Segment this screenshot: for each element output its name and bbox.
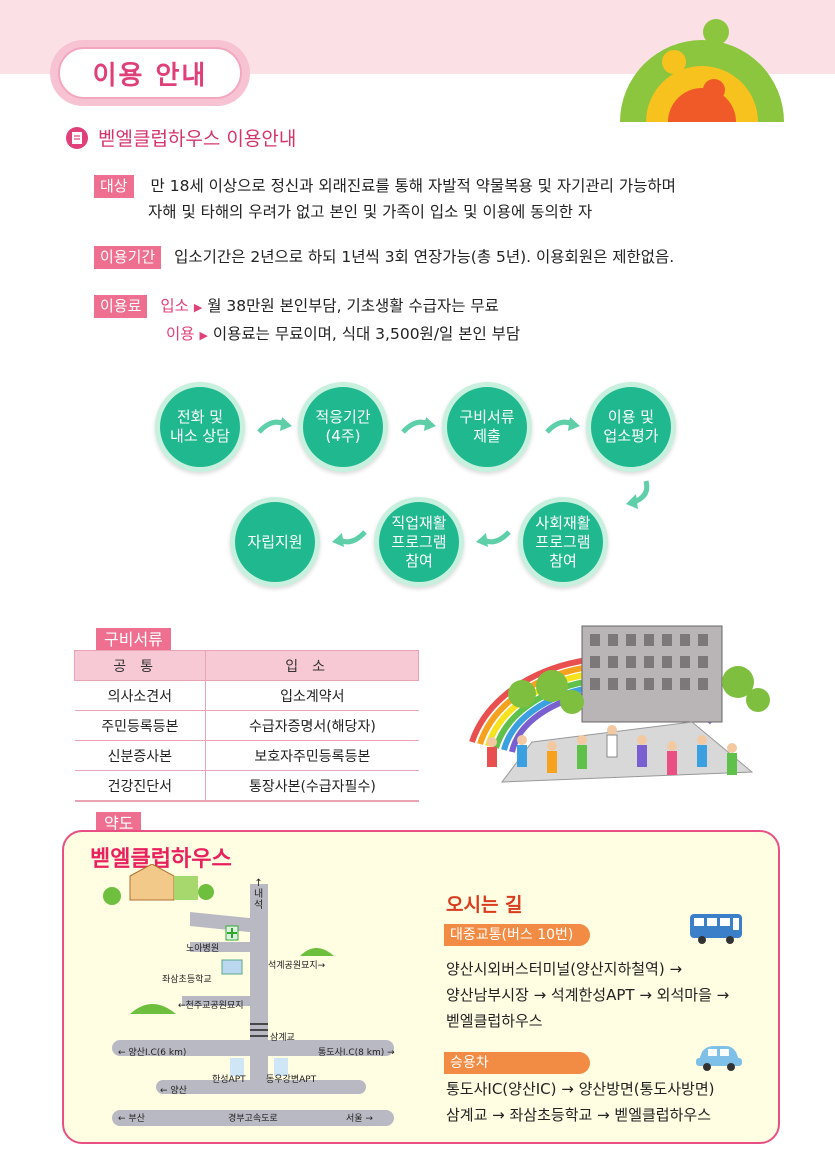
- table-row: 주민등록등본 수급자증명서(해당자): [74, 710, 419, 741]
- flow-step-independence: 자립지원: [230, 497, 320, 587]
- period-tag: 이용기간: [94, 246, 162, 269]
- table-cell: 의사소견서: [74, 680, 206, 711]
- curved-arrow-right-icon: [257, 417, 292, 434]
- table-cell: 신분증사본: [74, 740, 206, 771]
- route-map: [103, 864, 394, 1126]
- map-label-school: 좌삼초등학교: [162, 975, 212, 985]
- map-label-samgye: 삼계교: [270, 1033, 295, 1043]
- subheading-text: 벧엘클럽하우스 이용안내: [98, 128, 297, 150]
- eligibility-line1: 만 18세 이상으로 정신과 외래진료를 통해 자발적 약물복용 및 자기관리 …: [150, 177, 676, 195]
- use-row: 이용 ▶ 이용료는 무료이며, 식대 3,500원/일 본인 부담: [166, 322, 520, 348]
- period-row: 이용기간 입소기간은 2년으로 하되 1년씩 3회 연장가능(총 5년). 이용…: [94, 245, 674, 270]
- eligibility-tag: 대상: [94, 175, 134, 198]
- public-line-2: 양산남부시장 → 석계한성APT → 외석마을 →: [446, 986, 730, 1004]
- map-label-naeseok: ↑ 내 석: [254, 878, 264, 911]
- map-label-cemetery: 석계공원묘지→: [268, 961, 326, 971]
- flow-step-evaluation: 이용 및 업소평가: [586, 382, 676, 472]
- curved-arrow-left-icon: [332, 530, 367, 547]
- car-icon: [696, 1046, 742, 1071]
- table-header-row: 공통 입소: [73, 650, 419, 681]
- page-title: 이용 안내: [58, 47, 242, 99]
- fees-tag: 이용료: [94, 295, 148, 318]
- table-cell: 수급자증명서(해당자): [205, 710, 419, 741]
- directions-title: 오시는 길: [446, 894, 523, 916]
- documents-tag: 구비서류: [96, 628, 171, 652]
- fees-row: 이용료 입소 ▶ 월 38만원 본인부담, 기초생활 수급자는 무료: [94, 294, 499, 320]
- logo-icon: [620, 19, 784, 122]
- use-text: 이용료는 무료이며, 식대 3,500원/일 본인 부담: [212, 325, 521, 343]
- flow-step-vocational-rehab: 직업재활 프로그램 참여: [374, 497, 464, 587]
- table-row: 건강진단서 통장사본(수급자필수): [74, 770, 419, 802]
- map-label-tongdo-ic: 통도사I.C(8 km) →: [318, 1048, 395, 1058]
- period-text: 입소기간은 2년으로 하되 1년씩 3회 연장가능(총 5년). 이용회원은 제…: [174, 248, 675, 266]
- map-label-seoul: 서울 →: [346, 1114, 373, 1124]
- table-row: 신분증사본 보호자주민등록등본: [74, 740, 419, 771]
- map-label-dongwoo: 동우강변APT: [266, 1075, 317, 1085]
- column-header-common: 공통: [73, 650, 207, 681]
- admission-label: 입소: [160, 297, 189, 315]
- title-pill: 이용 안내: [50, 40, 250, 106]
- car-label: 승용차: [444, 1052, 590, 1074]
- public-line-1: 양산시외버스터미널(양산지하철역) →: [446, 960, 683, 978]
- triangle-right-icon: ▶: [193, 301, 203, 314]
- map-label-yangsan-ic: ← 양산I.C(6 km): [118, 1048, 187, 1058]
- public-transport-label: 대중교통(버스 10번): [444, 924, 590, 946]
- use-label: 이용: [166, 325, 195, 343]
- map-label-busan: ← 부산: [118, 1114, 145, 1124]
- map-label-expressway: 경부고속도로: [228, 1114, 278, 1124]
- table-cell: 보호자주민등록등본: [205, 740, 419, 771]
- column-header-admission: 입소: [205, 650, 419, 681]
- clubhouse-illustration: [469, 625, 770, 783]
- documents-table: 공통 입소 의사소견서 입소계약서 주민등록등본 수급자증명서(해당자) 신분증…: [73, 650, 419, 802]
- eligibility-row: 대상 만 18세 이상으로 정신과 외래진료를 통해 자발적 약물복용 및 자기…: [94, 174, 676, 199]
- flow-step-documents: 구비서류 제출: [442, 382, 532, 472]
- map-title: 벧엘클럽하우스: [90, 847, 232, 872]
- car-line-1: 통도사IC(양산IC) → 양산방면(통도사방면): [446, 1080, 715, 1098]
- table-row: 의사소견서 입소계약서: [74, 680, 419, 711]
- triangle-right-icon: ▶: [199, 329, 208, 342]
- map-label-hanseong: 한성APT: [212, 1075, 246, 1085]
- curved-arrow-right-icon: [545, 417, 580, 434]
- map-label-yangsan: ← 양산: [160, 1086, 187, 1096]
- flow-step-consult: 전화 및 내소 상담: [155, 382, 245, 472]
- map-label-catholic: ←천주교공원묘지: [178, 1001, 244, 1011]
- car-line-2: 삼계교 → 좌삼초등학교 → 벧엘클럽하우스: [446, 1106, 712, 1124]
- subheading: 벧엘클럽하우스 이용안내: [66, 124, 296, 151]
- document-icon: [66, 126, 88, 149]
- table-cell: 주민등록등본: [74, 710, 206, 741]
- curved-arrow-right-icon: [401, 417, 436, 434]
- map-label-hospital: 노아병원: [186, 944, 220, 954]
- table-cell: 통장사본(수급자필수): [205, 770, 419, 802]
- curved-arrow-down-icon: [626, 480, 650, 509]
- bus-icon: [690, 914, 742, 944]
- eligibility-line2: 자해 및 타해의 우려가 없고 본인 및 가족이 입소 및 이용에 동의한 자: [148, 203, 593, 221]
- curved-arrow-left-icon: [476, 530, 511, 547]
- public-line-3: 벧엘클럽하우스: [446, 1012, 543, 1030]
- table-cell: 건강진단서: [74, 770, 206, 802]
- flow-step-social-rehab: 사회재활 프로그램 참여: [518, 497, 608, 587]
- flow-step-adaptation: 적응기간 (4주): [298, 382, 388, 472]
- table-cell: 입소계약서: [205, 680, 419, 711]
- admission-text: 월 38만원 본인부담, 기초생활 수급자는 무료: [207, 297, 499, 315]
